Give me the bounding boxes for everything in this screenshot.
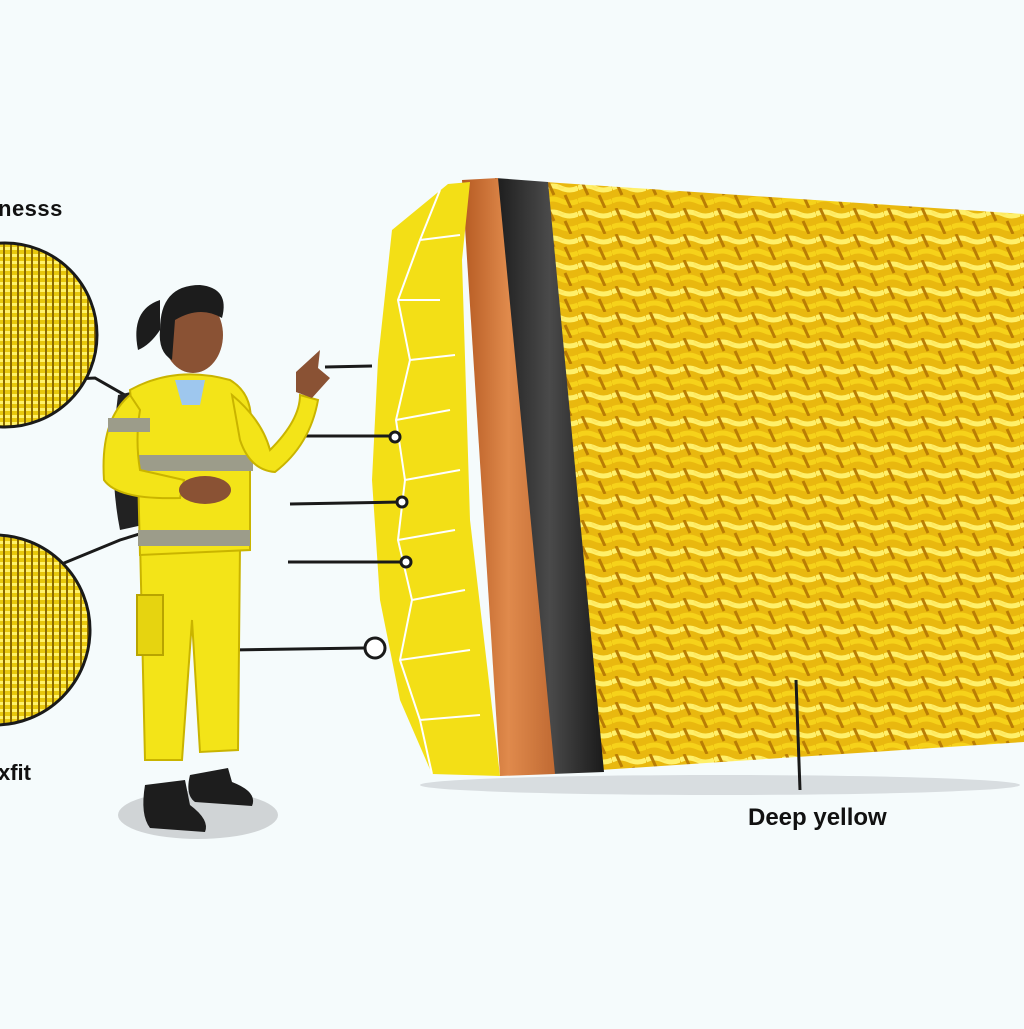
cargo-pocket [136, 594, 164, 656]
trousers [138, 538, 242, 761]
callout-dot-1 [388, 430, 402, 444]
shirt-collar [175, 380, 205, 405]
label-deep-yellow: Deep yellow [748, 804, 887, 831]
callout-line-1 [324, 364, 373, 369]
callout-dot-4 [363, 636, 387, 660]
reflective-stripe-2 [138, 530, 250, 546]
fabric-zoom-bottom-icon [0, 533, 92, 727]
safety-worker-figure [102, 285, 330, 839]
callout-dot-3 [399, 555, 413, 569]
black-band-layer [495, 178, 604, 774]
pointing-hand [296, 350, 330, 398]
woven-fabric-surface [545, 182, 1024, 770]
fabric-panel [372, 178, 1024, 776]
callout-dots [363, 430, 413, 660]
arm-right [230, 392, 320, 474]
ponytail [136, 300, 160, 350]
label-top-left: nesss [0, 196, 63, 221]
shoe-right [188, 768, 254, 806]
shoe-left [143, 780, 206, 832]
panel-shadow [420, 775, 1020, 795]
cell-outline-pattern [394, 189, 481, 775]
callout-line-deep-yellow [794, 679, 802, 791]
callout-line-5 [229, 646, 365, 652]
callout-line-3 [289, 500, 401, 506]
brown-layer [462, 178, 555, 776]
hair [159, 285, 224, 360]
arm-stripe [108, 418, 150, 432]
hand-left [179, 476, 231, 504]
reflective-stripe-1 [135, 455, 253, 471]
callout-dot-2 [395, 495, 409, 509]
fabric-zoom-top-icon [0, 241, 99, 429]
label-bottom-left: xfit [0, 760, 31, 785]
